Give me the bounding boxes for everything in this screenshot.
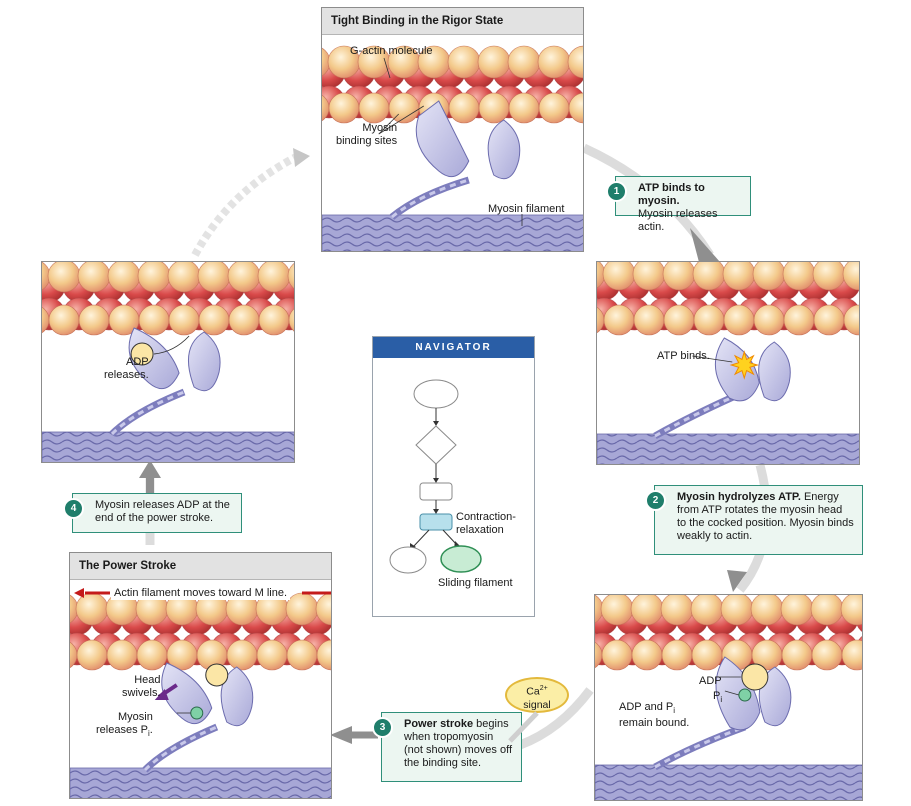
nav-sliding-label: Sliding filament <box>438 577 513 589</box>
atp-binds-label: ATP binds. <box>657 350 710 362</box>
cocked-illustration <box>595 595 862 800</box>
arc-dashed <box>191 151 302 257</box>
calcium-signal-badge: Ca2+signal <box>505 677 569 713</box>
callout-step-2: 2 Myosin hydrolyzes ATP. Energy from ATP… <box>645 485 863 555</box>
pi-label: Pi <box>713 690 723 705</box>
panel-atp-binds: ATP binds. <box>596 261 860 465</box>
arrow-head-dashed <box>293 148 310 167</box>
power-illustration <box>70 588 331 798</box>
panel-title: Tight Binding in the Rigor State <box>322 8 583 35</box>
panel-rigor-state: Tight Binding in the Rigor State G-actin… <box>321 7 584 252</box>
actin-moves-label: Actin filament moves toward M line. <box>111 587 291 600</box>
rigor-illustration <box>322 45 583 251</box>
adp-release-illustration <box>42 262 294 462</box>
nav-node-left <box>389 546 427 574</box>
binding-sites-label: Myosin binding sites <box>336 122 398 147</box>
step-number: 4 <box>63 498 84 519</box>
nav-node-rect <box>419 482 453 501</box>
navigator-title: NAVIGATOR <box>373 337 534 358</box>
nav-node-diamond <box>415 425 457 465</box>
panel-adp-release: ADP releases. <box>41 261 295 463</box>
atp-illustration <box>597 262 859 464</box>
callout-step-3: 3 Power stroke begins when tropomyosin (… <box>372 712 522 782</box>
step-number: 2 <box>645 490 666 511</box>
arrow-head-4 <box>139 460 161 478</box>
callout-step-4: 4 Myosin releases ADP at the end of the … <box>63 493 242 533</box>
arrow-head-2 <box>727 570 747 592</box>
step-number: 3 <box>372 717 393 738</box>
head-swivels-label: Head swivels. <box>122 674 161 699</box>
arrow-head-1 <box>690 228 720 266</box>
g-actin-label: G-actin molecule <box>350 45 433 57</box>
nav-contraction-label: Contraction- relaxation <box>456 511 516 536</box>
navigator-flowchart <box>389 379 482 574</box>
adp-label: ADP <box>699 675 722 687</box>
panel-title: The Power Stroke <box>70 553 331 580</box>
nav-node-oval <box>413 379 459 409</box>
arrow-head-3 <box>330 726 352 744</box>
navigator-box: NAVIGATOR Contraction- relaxation Slidin… <box>372 336 535 617</box>
nav-node-contraction <box>419 513 453 531</box>
panel-power-stroke: The Power Stroke Actin filament moves to… <box>69 552 332 799</box>
adp-releases-label: ADP releases. <box>104 356 149 381</box>
callout-step-1: 1 ATP binds to myosin.Myosin releases ac… <box>606 176 751 233</box>
step-number: 1 <box>606 181 627 202</box>
myosin-filament-label: Myosin filament <box>488 203 565 215</box>
nav-node-sliding <box>440 545 482 573</box>
